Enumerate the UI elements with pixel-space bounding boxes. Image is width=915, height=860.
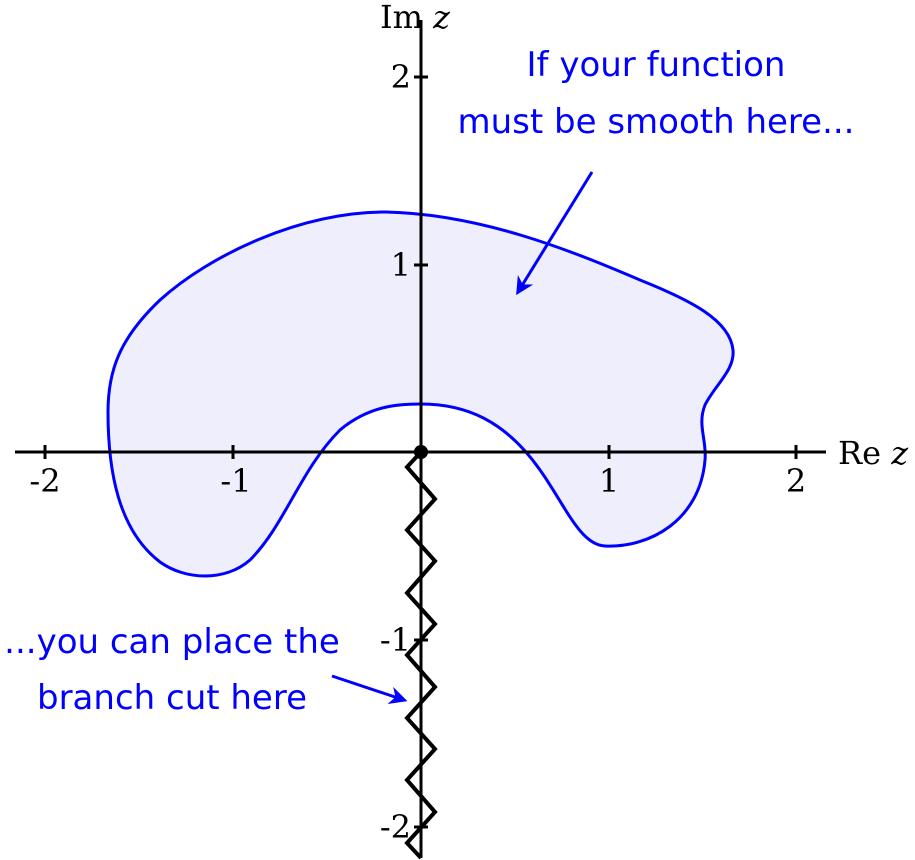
- x-tick-label: 1: [599, 462, 619, 500]
- bottom-annotation-line2: branch cut here: [37, 678, 307, 718]
- y-tick-label: 2: [391, 58, 411, 96]
- top-annotation-line1: If your function: [527, 45, 786, 85]
- x-ticks: [43, 445, 798, 459]
- y-tick-label: -1: [380, 621, 411, 659]
- bottom-annotation-line1: ...you can place the: [4, 622, 340, 662]
- branch-point: [414, 445, 428, 459]
- bottom-annotation-arrow: [331, 674, 408, 704]
- y-tick-label: -2: [380, 808, 411, 846]
- x-tick-label: -2: [29, 462, 60, 500]
- real-axis-label: Re z: [838, 434, 909, 472]
- x-tick-label: 2: [786, 462, 806, 500]
- x-tick-label: -1: [220, 462, 251, 500]
- top-annotation-arrow: [516, 171, 594, 296]
- y-tick-label: 1: [391, 246, 411, 284]
- branch-cut: [404, 450, 438, 860]
- top-annotation-line2: must be smooth here...: [458, 102, 855, 142]
- imaginary-axis-label: Im z: [380, 0, 451, 36]
